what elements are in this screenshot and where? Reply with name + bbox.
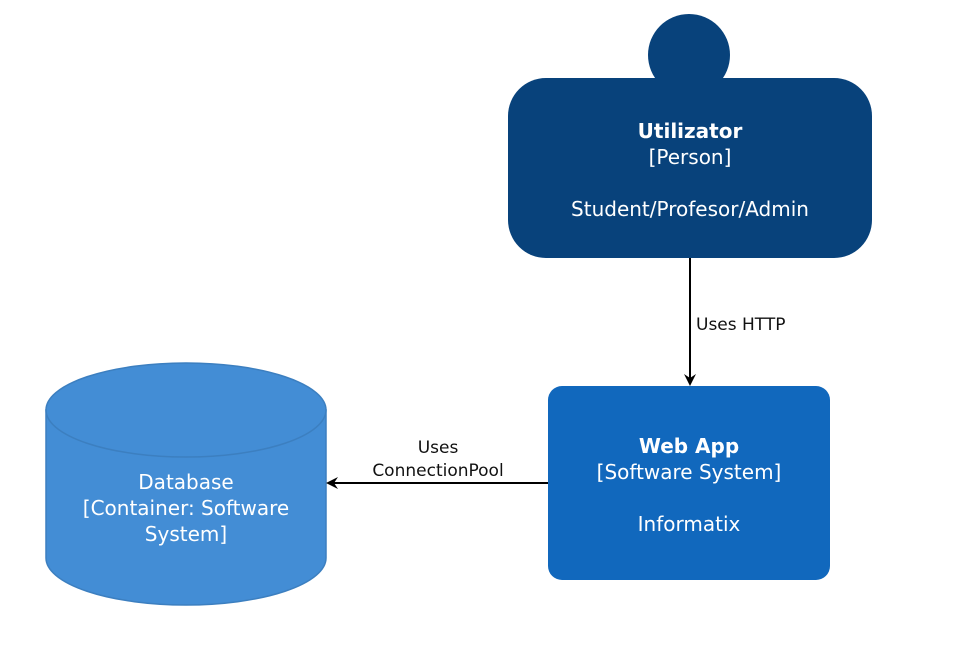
person-body-shape bbox=[508, 78, 872, 258]
database-cylinder bbox=[45, 362, 327, 606]
person-node: Utilizator [Person] Student/Profesor/Adm… bbox=[508, 118, 872, 222]
edge-label-uses-http: Uses HTTP bbox=[696, 315, 786, 335]
web-app-type: [Software System] bbox=[596, 460, 782, 484]
database-cylinder-body bbox=[45, 409, 327, 606]
database-type-line1: [Container: Software bbox=[82, 496, 290, 520]
web-app-box bbox=[548, 386, 830, 580]
person-title: Utilizator bbox=[637, 119, 743, 143]
database-name: Database bbox=[138, 470, 234, 494]
edge-label-pool-line2: ConnectionPool bbox=[372, 461, 504, 481]
web-app-description: Informatix bbox=[637, 512, 741, 536]
web-app-title: Web App bbox=[638, 434, 740, 458]
database-type-line2: System] bbox=[144, 522, 228, 546]
person-type: [Person] bbox=[648, 145, 732, 169]
edge-label-uses-connection-pool: Uses ConnectionPool bbox=[352, 437, 524, 483]
edge-label-pool-line1: Uses bbox=[417, 438, 459, 458]
database-node-label: Database [Container: Software System] bbox=[46, 469, 326, 547]
web-app-node: Web App [Software System] Informatix bbox=[548, 433, 830, 537]
database-cylinder-top bbox=[45, 362, 327, 458]
person-description: Student/Profesor/Admin bbox=[571, 197, 809, 221]
